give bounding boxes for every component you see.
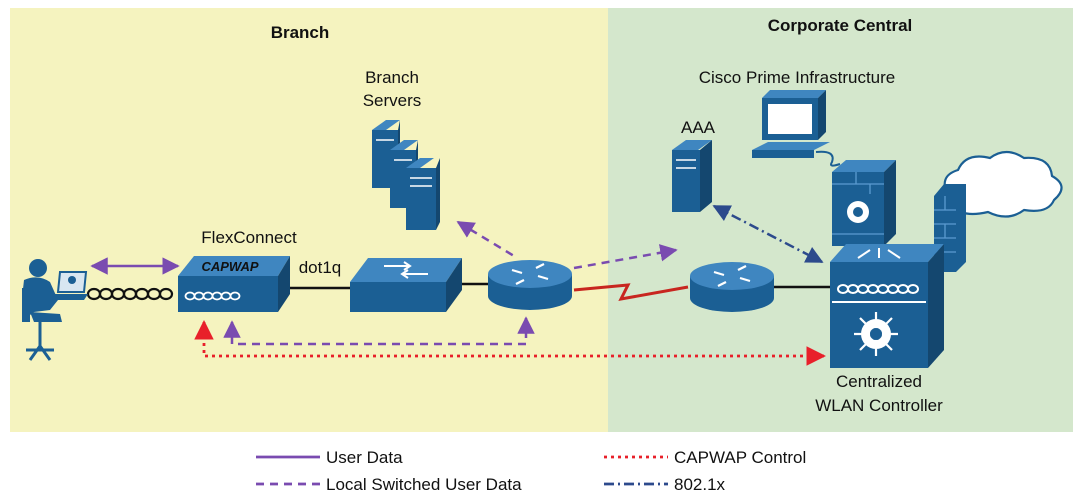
- branch-servers-label-1: Branch: [365, 68, 419, 87]
- cisco-prime-label: Cisco Prime Infrastructure: [699, 68, 896, 87]
- branch-zone: [10, 8, 608, 432]
- branch-router-icon: [488, 260, 572, 310]
- flexconnect-label: FlexConnect: [201, 228, 297, 247]
- cloud-icon: [943, 150, 1063, 218]
- legend-capwap-label: CAPWAP Control: [674, 448, 806, 467]
- workstation-icon: [752, 90, 841, 167]
- firewall-icon: [832, 160, 896, 246]
- access-point-icon: [178, 256, 290, 312]
- branch-title: Branch: [271, 23, 330, 42]
- legend: User Data Local Switched User Data CAPWA…: [256, 448, 806, 494]
- wlc-label-2: WLAN Controller: [815, 396, 943, 415]
- dot1q-label: dot1q: [299, 258, 342, 277]
- branch-servers-label-2: Servers: [363, 91, 422, 110]
- local-switched-servers-arrow: [456, 220, 515, 258]
- legend-dot1x-label: 802.1x: [674, 475, 726, 494]
- laptop-user-icon: [22, 259, 88, 361]
- local-switched-wan-arrow: [573, 244, 678, 270]
- central-router-icon: [690, 262, 774, 312]
- wlan-controller-icon: [830, 244, 944, 368]
- server-stack-icon: [372, 120, 440, 230]
- aaa-label: AAA: [681, 118, 716, 137]
- legend-user-data-label: User Data: [326, 448, 403, 467]
- wan-link: [573, 283, 689, 302]
- dot1x-arrow: [712, 204, 824, 264]
- wireless-signal-icon: [86, 287, 174, 301]
- switch-icon: [350, 258, 462, 312]
- wlc-label-1: Centralized: [836, 372, 922, 391]
- legend-local-switched-label: Local Switched User Data: [326, 475, 522, 494]
- server-icon: [672, 140, 712, 212]
- capwap-badge: CAPWAP: [201, 259, 258, 274]
- corporate-title: Corporate Central: [768, 16, 913, 35]
